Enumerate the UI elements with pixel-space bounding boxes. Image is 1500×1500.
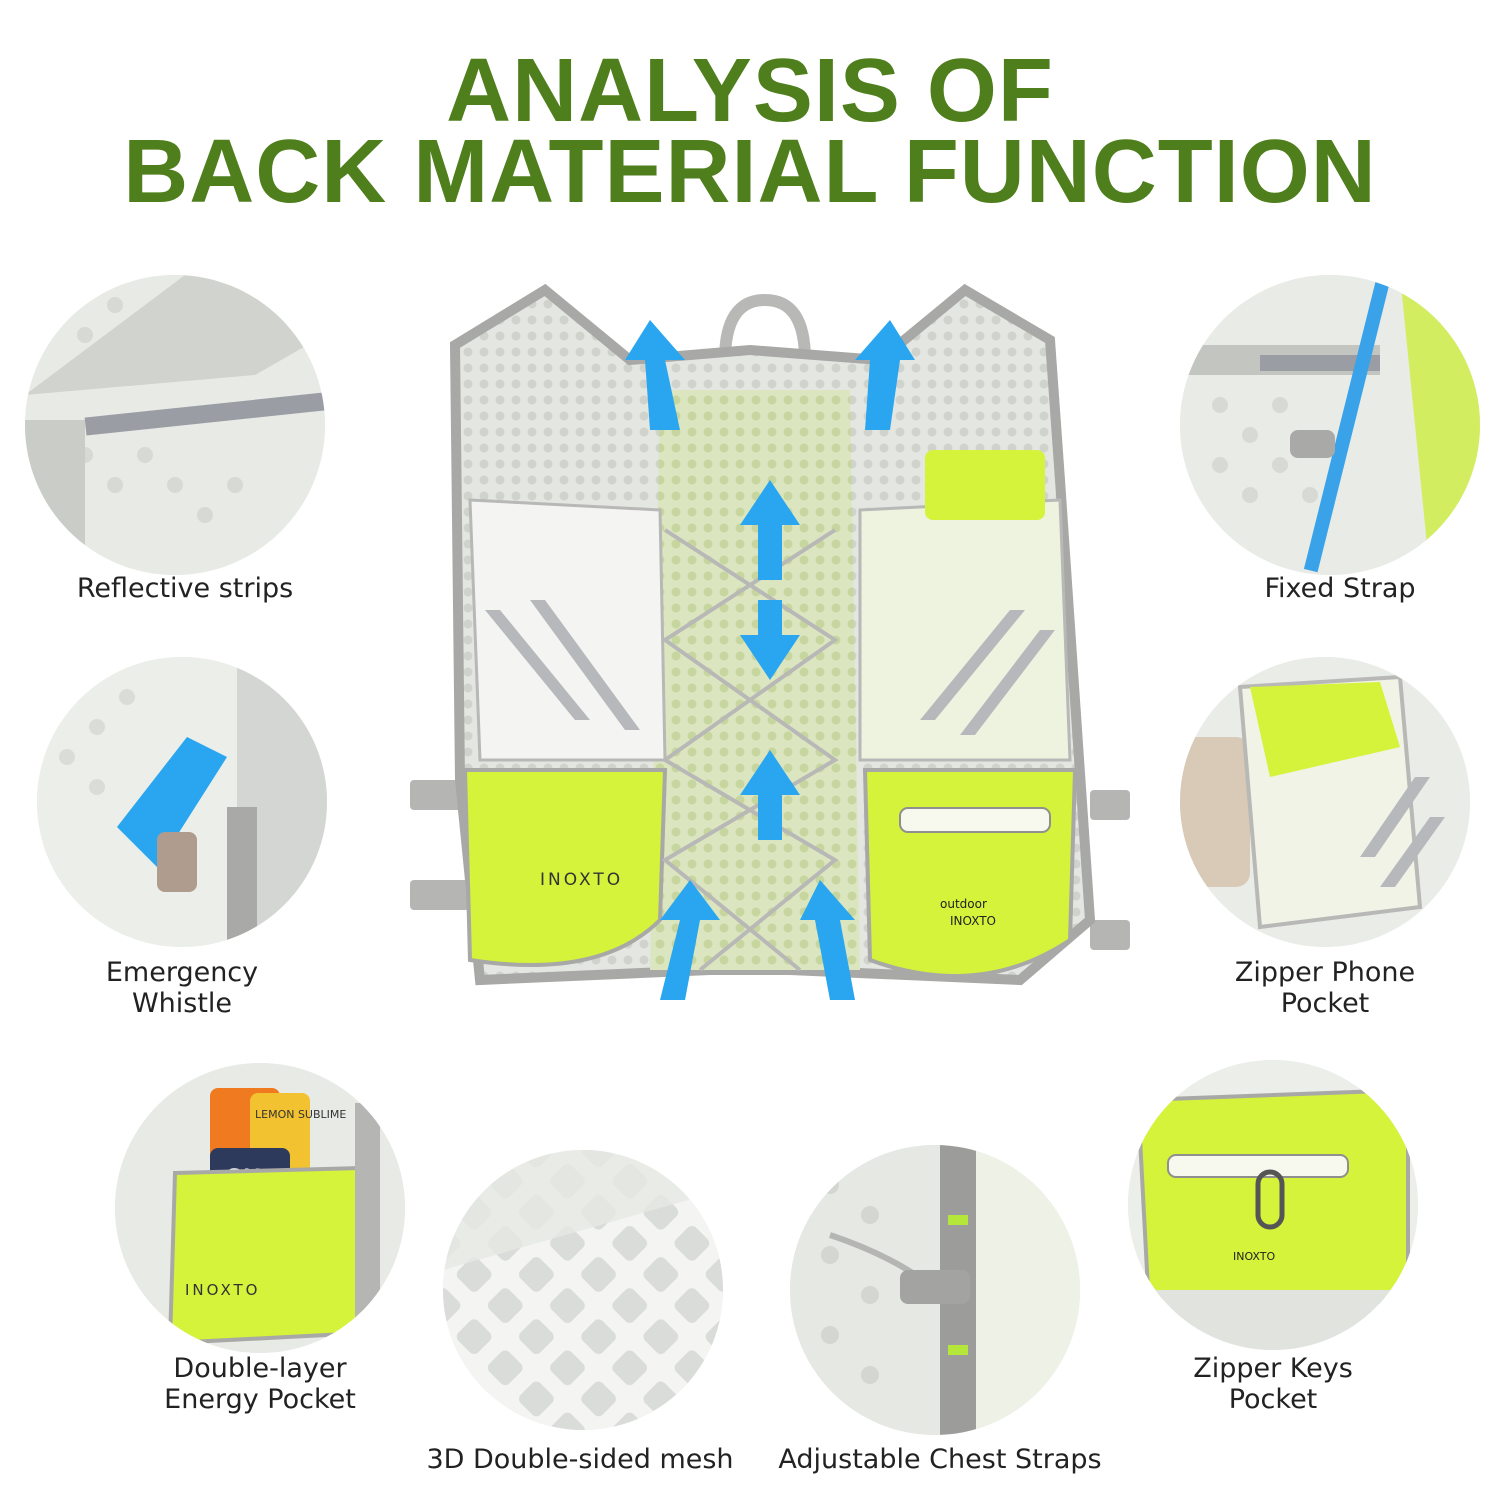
mesh-label: 3D Double-sided mesh: [426, 1444, 734, 1475]
zipper-keys-pocket-label-line1: Zipper Keys: [1193, 1353, 1353, 1384]
chest-straps-label: Adjustable Chest Straps: [778, 1444, 1102, 1475]
energy-pocket-label-line2: Energy Pocket: [164, 1384, 356, 1415]
energy-pocket-photo: LEMON SUBLIME GU INOXTO: [115, 1063, 405, 1353]
zipper-keys-pocket-label-line2: Pocket: [1228, 1384, 1318, 1415]
emergency-whistle-label-line1: Emergency: [105, 957, 259, 988]
emergency-whistle-label: Emergency Whistle: [22, 957, 342, 1019]
vest-logo-bottom: INOXTO: [950, 914, 996, 928]
zipper-keys-pocket-photo: INOXTO: [1128, 1060, 1418, 1350]
page-title-line-1: ANALYSIS OF: [446, 41, 1054, 141]
zipper-phone-pocket-label-line2: Pocket: [1280, 988, 1370, 1019]
reflective-strips-label: Reflective strips: [76, 573, 294, 604]
ventilation-arrows: [625, 320, 915, 1000]
zipper-phone-pocket-label: Zipper Phone Pocket: [1165, 957, 1485, 1019]
reflective-strips-photo: [25, 275, 325, 575]
chest-straps-photo: [790, 1145, 1080, 1435]
emergency-whistle-photo: [37, 657, 327, 947]
vest-product-image: INOXTO outdoor INOXTO: [300, 280, 1200, 1080]
energy-pocket-label-line1: Double-layer: [173, 1353, 347, 1384]
zipper-keys-pocket-label: Zipper Keys Pocket: [1113, 1353, 1433, 1415]
zipper-phone-pocket-label-line1: Zipper Phone: [1234, 957, 1416, 988]
energy-pocket-brand: INOXTO: [185, 1281, 260, 1299]
fixed-strap-photo: [1180, 275, 1480, 575]
vest-brand-label: INOXTO: [540, 870, 623, 890]
energy-pocket-label: Double-layer Energy Pocket: [100, 1353, 420, 1415]
zipper-phone-pocket-photo: [1180, 657, 1470, 947]
emergency-whistle-label-line2: Whistle: [131, 988, 233, 1019]
mesh-photo: [443, 1150, 723, 1430]
vest-logo-top: outdoor: [940, 897, 987, 911]
gel-label-lemon: LEMON SUBLIME: [255, 1108, 346, 1121]
keys-pocket-logo: INOXTO: [1233, 1250, 1275, 1263]
page-title-line-2: BACK MATERIAL FUNCTION: [123, 122, 1377, 222]
fixed-strap-label: Fixed Strap: [1264, 573, 1416, 604]
